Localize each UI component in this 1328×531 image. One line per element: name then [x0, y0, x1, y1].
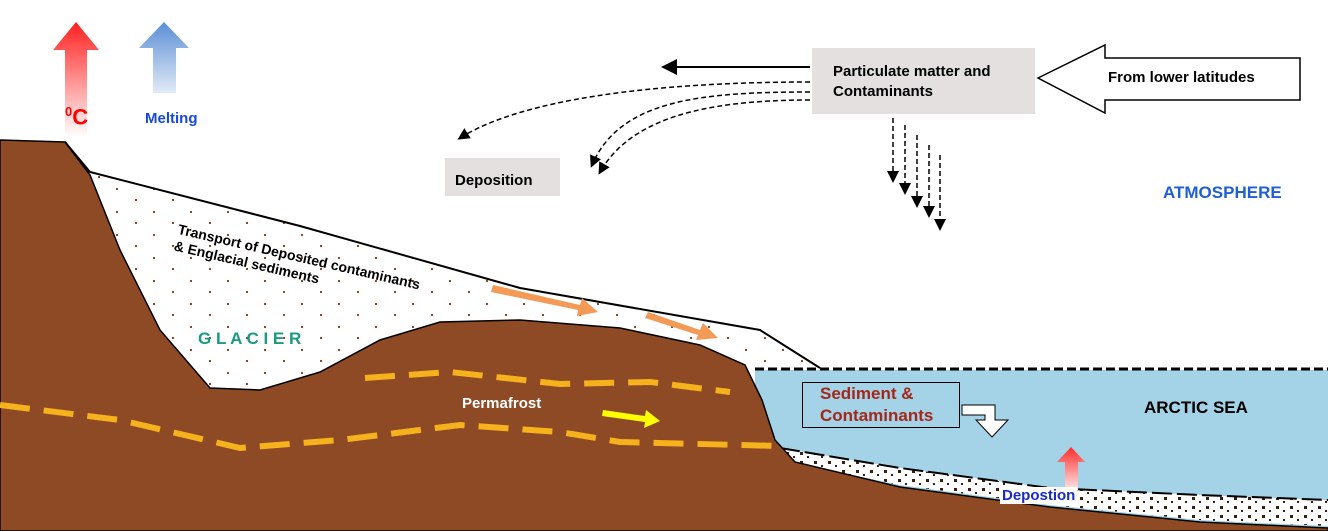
- sediment-label: Sediment & Contaminants: [820, 383, 933, 427]
- deposition-box: [445, 158, 560, 196]
- celsius: C: [72, 104, 89, 130]
- temperature-label: 0C: [65, 104, 88, 130]
- permafrost-label: Permafrost: [462, 395, 542, 412]
- permafrost-layers: [0, 368, 781, 452]
- from-lower-latitudes-label: From lower latitudes: [1108, 69, 1255, 86]
- temperature-up-arrow: [53, 22, 99, 137]
- melting-label: Melting: [145, 110, 198, 127]
- particulate-box: [812, 48, 1035, 114]
- degree-sup: 0: [65, 104, 73, 119]
- deposition-up-arrow: [1057, 447, 1085, 490]
- from-lower-latitudes-arrow: [1036, 43, 1301, 115]
- depostion-label: Depostion: [1000, 487, 1078, 504]
- particulate-line1: Particulate matter and: [833, 63, 991, 80]
- atmosphere-label: ATMOSPHERE: [1163, 183, 1282, 202]
- land: [0, 139, 1328, 531]
- sediment-line1: Sediment &: [820, 384, 914, 403]
- sediment-line2: Contaminants: [820, 406, 934, 425]
- sediment-box: [802, 382, 960, 428]
- glacier-transport-arrows: [491, 285, 718, 340]
- sediment-down-arrow: [961, 404, 1010, 438]
- glacier: [65, 142, 820, 390]
- glacier-label: G L A C I E R: [198, 329, 302, 348]
- permafrost-flow-arrow: [602, 410, 660, 428]
- melting-up-arrow: [139, 22, 189, 93]
- particulate-dashed-arrows: [457, 81, 946, 231]
- particulate-line2: Contaminants: [833, 83, 934, 100]
- arctic-sea-label: ARCTIC SEA: [1144, 398, 1248, 417]
- glacier-surface-line: [64, 141, 821, 369]
- deposition-label: Deposition: [455, 172, 533, 189]
